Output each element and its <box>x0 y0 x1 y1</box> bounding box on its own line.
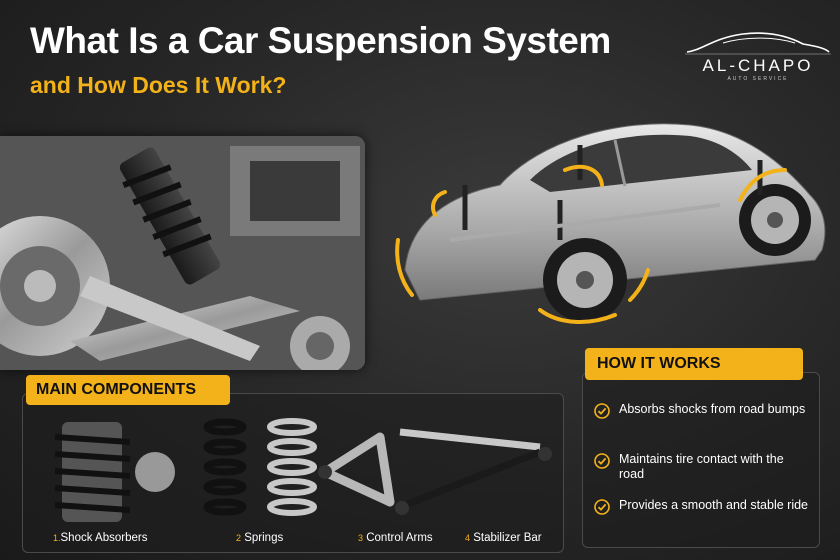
component-item-shock-absorbers: 1.Shock Absorbers <box>53 532 148 544</box>
how-it-works-text: Absorbs shocks from road bumps <box>619 402 806 416</box>
how-it-works-panel <box>582 372 820 548</box>
suspension-closeup-image <box>0 136 365 370</box>
component-item-stabilizer-bar: 4 Stabilizer Bar <box>465 532 542 544</box>
stabilizer-bar-icon <box>395 428 552 515</box>
brand-logo: AL-CHAPO AUTO SERVICE <box>683 26 833 86</box>
how-it-works-heading-badge: HOW IT WORKS <box>585 348 803 380</box>
how-it-works-text: Maintains tire contact with the road <box>619 452 784 481</box>
how-it-works-text: Provides a smooth and stable ride <box>619 498 808 512</box>
car-silhouette-icon <box>685 32 831 55</box>
check-circle-icon <box>594 453 610 469</box>
logo-tagline: AUTO SERVICE <box>727 76 789 82</box>
component-item-springs: 2 Springs <box>236 532 284 544</box>
check-circle-icon <box>594 499 610 515</box>
how-it-works-heading: HOW IT WORKS <box>597 355 721 372</box>
page-title: What Is a Car Suspension System <box>30 20 611 61</box>
component-item-control-arms: 3 Control Arms <box>358 532 433 544</box>
car-cutaway-illustration <box>390 100 830 340</box>
components-illustrations <box>54 418 552 522</box>
page-subtitle: and How Does It Work? <box>30 72 287 98</box>
coil-spring-icon <box>203 418 317 516</box>
logo-name: AL-CHAPO <box>702 56 814 75</box>
components-heading-badge: MAIN COMPONENTS <box>26 375 230 405</box>
check-circle-icon <box>594 403 610 419</box>
shock-absorber-icon <box>54 422 175 522</box>
components-heading: MAIN COMPONENTS <box>36 381 196 398</box>
control-arm-icon <box>318 432 395 507</box>
